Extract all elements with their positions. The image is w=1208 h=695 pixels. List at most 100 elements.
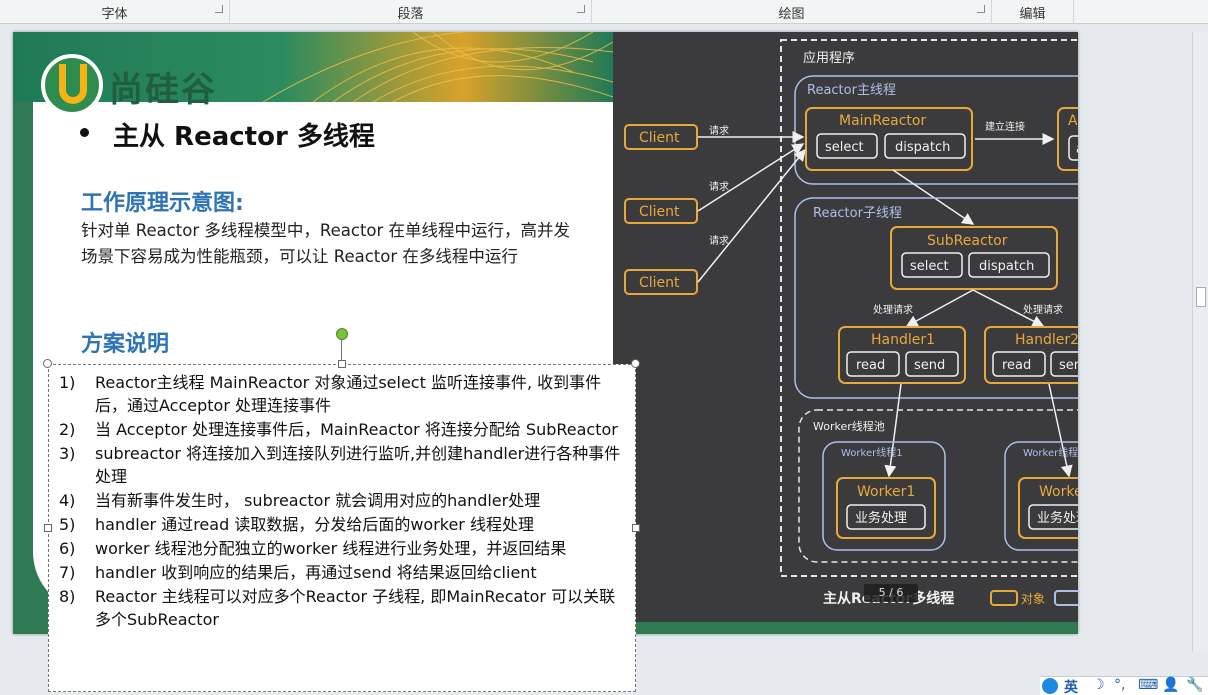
- client-box-3[interactable]: [624, 269, 698, 295]
- ribbon-group-label: 绘图: [778, 7, 805, 22]
- ribbon-group-editing: 编辑: [992, 0, 1074, 24]
- handler2-send-label: send: [1059, 358, 1078, 373]
- handler1-send-box: [905, 351, 959, 377]
- plan-item-text: worker 线程池分配独立的worker 线程进行业务处理，并返回结果: [95, 539, 567, 558]
- plan-item[interactable]: 7)handler 收到响应的结果后，再通过send 将结果返回给client: [57, 561, 629, 584]
- vertical-scrollbar[interactable]: [1192, 32, 1208, 652]
- plan-item-text: 当 Acceptor 处理连接事件后，MainReactor 将连接分配给 Su…: [95, 420, 618, 439]
- slide-banner: [13, 32, 613, 102]
- slide-counter: 5 / 6: [864, 584, 918, 602]
- main-select-label: select: [825, 140, 864, 155]
- ribbon-group-label: 编辑: [1019, 7, 1046, 22]
- acceptor-box[interactable]: [1057, 107, 1078, 171]
- resize-handle-top-right[interactable]: [631, 359, 640, 368]
- plan-item[interactable]: 3)subreactor 将连接加入到连接队列进行监听,并创建handler进行…: [57, 442, 629, 488]
- dialog-launcher-icon[interactable]: [577, 5, 585, 13]
- handler1-box[interactable]: [838, 326, 966, 384]
- plan-item-number: 6): [59, 539, 76, 558]
- resize-handle-left[interactable]: [44, 524, 52, 532]
- worker-thread-box-1: [822, 441, 946, 551]
- plan-item-text: 当有新事件发生时， subreactor 就会调用对应的handler处理: [95, 491, 541, 510]
- intro-paragraph[interactable]: 针对单 Reactor 多线程模型中，Reactor 在单线程中运行，高并发场景…: [81, 221, 571, 266]
- sub-select-box: [901, 252, 963, 278]
- handler2-box[interactable]: [984, 326, 1078, 384]
- plan-list: 1)Reactor主线程 MainReactor 对象通过select 监听连接…: [57, 371, 629, 632]
- handle-arrow-2: [972, 289, 1045, 327]
- worker1-label-2: Worker1: [1039, 484, 1078, 500]
- ribbon-group-paragraph: 段落: [230, 0, 592, 24]
- rotation-line: [341, 340, 342, 364]
- handle-label-2: 处理请求: [1023, 303, 1063, 316]
- worker-arrow-2: [1048, 383, 1073, 478]
- sub-dispatch-label: dispatch: [979, 259, 1034, 274]
- sub-thread-box: [794, 197, 1078, 399]
- worker-thread-label-2: Worker线程1: [1023, 446, 1078, 459]
- worker-thread-box-2: [1004, 441, 1078, 551]
- rotation-handle[interactable]: [336, 328, 348, 340]
- worker1-box-1[interactable]: [836, 477, 936, 539]
- ime-language-toggle[interactable]: 英: [1064, 680, 1078, 695]
- request-label-1: 请求: [709, 124, 729, 137]
- ime-keyboard-icon[interactable]: ⌨: [1138, 677, 1159, 693]
- plan-item-number: 8): [59, 587, 76, 606]
- main-reactor-box[interactable]: [805, 107, 973, 171]
- worker-pool-box: [798, 409, 1078, 563]
- bullet-icon: [80, 128, 89, 137]
- plan-item[interactable]: 2)当 Acceptor 处理连接事件后，MainReactor 将连接分配给 …: [57, 418, 629, 441]
- request-label-3: 请求: [709, 234, 729, 247]
- request-label-2: 请求: [709, 180, 729, 193]
- dialog-launcher-icon[interactable]: [977, 5, 985, 13]
- accept-box: [1068, 135, 1078, 161]
- section-heading-diagram[interactable]: 工作原理示意图:: [81, 191, 244, 216]
- plan-item-number: 4): [59, 491, 76, 510]
- client-label-1: Client: [639, 130, 680, 146]
- resize-handle-top-left[interactable]: [43, 359, 52, 368]
- sub-reactor-box[interactable]: [890, 226, 1058, 290]
- sub-dispatch-box: [968, 252, 1050, 278]
- plan-text-box[interactable]: 1)Reactor主线程 MainReactor 对象通过select 监听连接…: [48, 364, 636, 692]
- business-label-1: 业务处理: [855, 510, 907, 526]
- main-thread-box: [794, 75, 1078, 185]
- plan-item[interactable]: 6) worker 线程池分配独立的worker 线程进行业务处理，并返回结果: [57, 537, 629, 560]
- plan-item[interactable]: 4) 当有新事件发生时， subreactor 就会调用对应的handler处理: [57, 489, 629, 512]
- ribbon-group-label: 段落: [397, 7, 424, 22]
- business-box-1: [846, 504, 926, 530]
- main-reactor-label: MainReactor: [839, 113, 926, 129]
- main-thread-label: Reactor主线程: [807, 83, 896, 98]
- section-heading-plan[interactable]: 方案说明: [81, 332, 170, 357]
- ime-toolbar[interactable]: 英 ☽ °, ⌨ 👤 🔧: [1040, 676, 1208, 695]
- ribbon-group-font: 字体: [0, 0, 230, 24]
- sub-select-label: select: [910, 259, 949, 274]
- connect-label: 建立连接: [985, 120, 1025, 133]
- ime-punct-icon[interactable]: °,: [1114, 677, 1126, 693]
- worker1-label-1: Worker1: [857, 484, 915, 500]
- ime-user-icon[interactable]: 👤: [1162, 677, 1180, 693]
- plan-item[interactable]: 1)Reactor主线程 MainReactor 对象通过select 监听连接…: [57, 371, 629, 417]
- plan-item-text: subreactor 将连接加入到连接队列进行监听,并创建handler进行各种…: [95, 444, 621, 486]
- resize-handle-top[interactable]: [338, 360, 346, 368]
- ribbon-group-label: 字体: [101, 7, 128, 22]
- ime-moon-icon[interactable]: ☽: [1092, 677, 1105, 693]
- client-box-1[interactable]: [624, 124, 698, 150]
- accept-label: accept: [1076, 142, 1078, 157]
- worker1-box-2[interactable]: [1018, 477, 1078, 539]
- ime-tool-icon[interactable]: 🔧: [1186, 677, 1204, 693]
- slide-title[interactable]: 主从 Reactor 多线程: [113, 122, 375, 152]
- main-dispatch-label: dispatch: [895, 140, 950, 155]
- handler2-read-box: [992, 351, 1046, 377]
- legend-object-swatch: [990, 590, 1018, 606]
- dialog-launcher-icon[interactable]: [215, 5, 223, 13]
- ime-logo-icon[interactable]: [1042, 678, 1058, 694]
- acceptor-label: Acceptor: [1068, 113, 1078, 129]
- client-box-2[interactable]: [624, 198, 698, 224]
- business-label-2: 业务处理: [1037, 510, 1078, 526]
- worker-thread-label-1: Worker线程1: [841, 446, 903, 459]
- handle-label-1: 处理请求: [873, 303, 913, 316]
- ribbon-group-bar: 字体 段落 绘图 编辑: [0, 0, 1208, 24]
- resize-handle-right[interactable]: [632, 524, 640, 532]
- scrollbar-thumb[interactable]: [1196, 287, 1206, 307]
- plan-item[interactable]: 8)Reactor 主线程可以对应多个Reactor 子线程, 即MainRec…: [57, 585, 629, 631]
- architecture-diagram[interactable]: 应用程序 Reactor主线程 MainReactor select dispa…: [613, 32, 1078, 622]
- plan-item-text: Reactor主线程 MainReactor 对象通过select 监听连接事件…: [95, 373, 602, 415]
- plan-item[interactable]: 5)handler 通过read 读取数据，分发给后面的worker 线程处理: [57, 513, 629, 536]
